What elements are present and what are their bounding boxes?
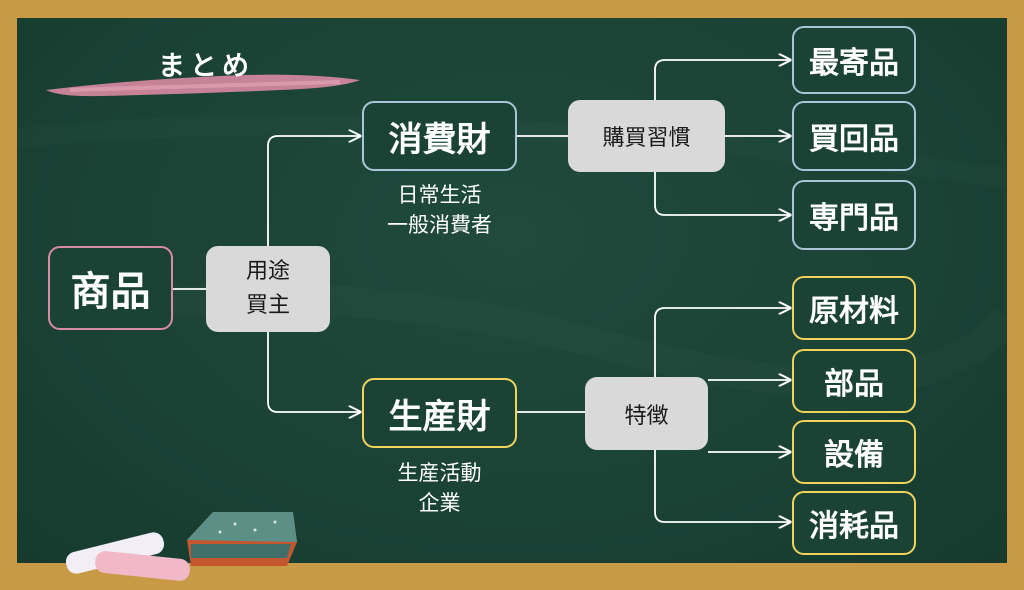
industrial-item-label: 原材料	[809, 294, 899, 329]
industrial-item-label: 設備	[824, 438, 884, 473]
split-criterion-line2: 買主	[245, 293, 290, 318]
consumer-note-line2: 一般消費者	[387, 213, 492, 237]
industrial-item-box: 設備	[792, 420, 916, 484]
industrial-item-box: 原材料	[792, 276, 916, 340]
title-area: まとめ	[40, 40, 370, 110]
consumer-criterion-label: 購買習慣	[602, 126, 691, 151]
consumer-goods-label: 消費財	[388, 119, 491, 160]
industrial-item-box: 部品	[792, 349, 916, 413]
split-criterion-line1: 用途	[245, 259, 290, 284]
consumer-item-label: 買回品	[809, 122, 899, 157]
consumer-item-label: 最寄品	[809, 46, 899, 81]
industrial-note-line2: 企業	[418, 491, 461, 515]
consumer-item-box: 買回品	[792, 101, 916, 171]
consumer-item-box: 専門品	[792, 180, 916, 250]
industrial-criterion-label: 特徴	[624, 403, 669, 429]
industrial-item-label: 部品	[824, 367, 884, 402]
root-node-label: 商品	[70, 269, 151, 315]
root-node-box: 商品	[48, 246, 173, 330]
industrial-item-label: 消耗品	[809, 509, 899, 544]
industrial-goods-note: 生産活動 企業	[362, 458, 517, 518]
industrial-item-box: 消耗品	[792, 491, 916, 555]
industrial-note-line1: 生産活動	[397, 461, 482, 485]
industrial-goods-label: 生産財	[388, 396, 491, 437]
industrial-goods-box: 生産財	[362, 378, 517, 448]
split-criterion-box: 用途 買主	[206, 246, 330, 332]
chalk-underline	[46, 74, 360, 97]
eraser-icon	[187, 512, 297, 566]
chalk-icon	[65, 532, 190, 581]
page-title: まとめ	[158, 51, 254, 82]
consumer-criterion-box: 購買習慣	[568, 100, 725, 172]
consumer-item-box: 最寄品	[792, 26, 916, 94]
industrial-criterion-box: 特徴	[585, 377, 708, 450]
consumer-goods-note: 日常生活 一般消費者	[362, 180, 517, 240]
consumer-item-label: 専門品	[809, 201, 899, 236]
consumer-note-line1: 日常生活	[397, 183, 482, 207]
consumer-goods-box: 消費財	[362, 101, 517, 171]
chalk-and-eraser-illustration	[65, 512, 297, 581]
